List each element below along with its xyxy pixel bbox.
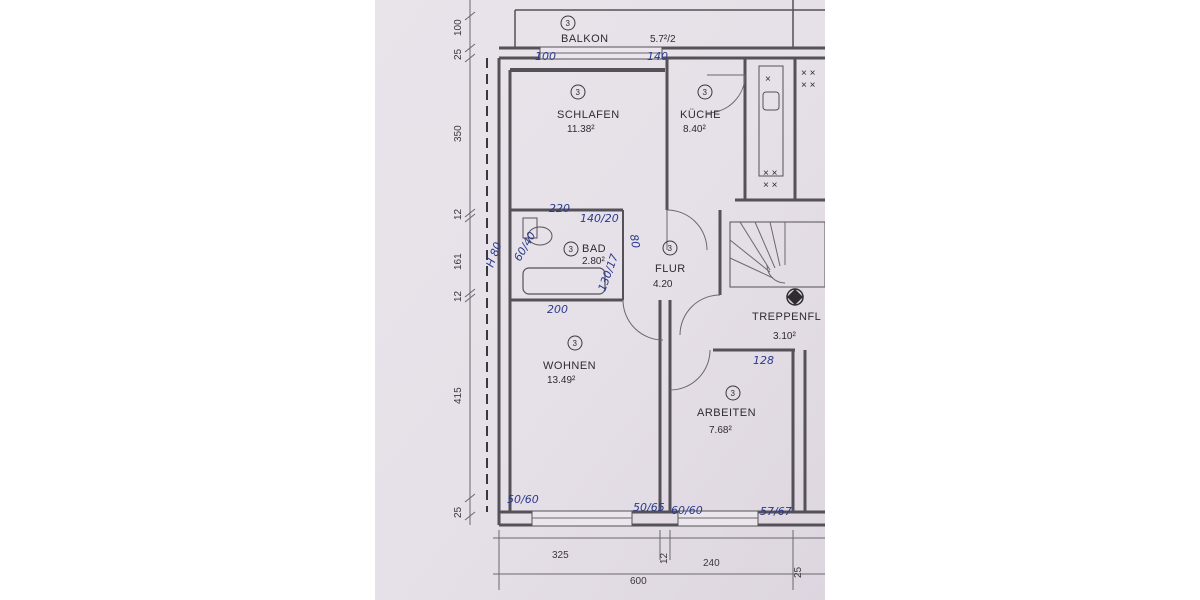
balkon-level: 3 [566,19,571,28]
dim-left-6: 12 [453,290,464,302]
kueche-label: KÜCHE [680,109,721,121]
room-flur: 3 FLUR 4.20 [653,240,686,290]
dim-bottom-3: 240 [703,558,720,569]
treppenflur-area: 3.10² [773,331,796,342]
floor-plan-photo: 100 25 350 12 161 12 415 25 3 BALKON 5.7… [375,0,825,600]
arbeiten-area: 7.68² [709,425,732,436]
schlafen-area: 11.38² [567,124,595,135]
svg-text:× ×: × × [801,80,816,91]
svg-text:×: × [765,74,771,85]
dim-left-3: 350 [453,125,464,142]
bad-label: BAD [582,243,606,255]
bad-level: 3 [569,245,574,254]
kitchen-fixtures: × × × × × × × × × [758,65,816,191]
balkon-label: BALKON [561,33,609,45]
wohnen-area: 13.49² [547,375,576,386]
room-arbeiten: 3 ARBEITEN 7.68² [697,385,756,436]
dim-left-1: 100 [453,19,464,36]
floor-plan: 100 25 350 12 161 12 415 25 3 BALKON 5.7… [375,0,825,600]
dim-bottom-4: 25 [793,566,804,578]
level-marker-circle [560,15,576,31]
hand-wohnen-window2: 50/65 [633,501,665,514]
kueche-level: 3 [703,88,708,97]
dim-bottom-5: 600 [630,576,647,587]
dim-bottom-2: 12 [659,552,670,564]
hand-bad-top: 220 [549,202,570,215]
door-swings [622,74,746,391]
balkon-area: 3 BALKON 5.7²/2 [514,0,825,48]
staircase [729,221,825,306]
hand-arbeiten-window2: 57/67 [760,505,792,518]
schlafen-level: 3 [576,88,581,97]
hand-bad-right: 80 [627,233,642,249]
dim-left-5: 161 [453,253,464,270]
room-kueche: 3 KÜCHE 8.40² [680,84,721,135]
hand-bad-bottom: 200 [547,303,568,316]
svg-text:× ×: × × [763,180,778,191]
kueche-area: 8.40² [683,124,706,135]
hand-wohnen-window: 50/60 [507,493,539,506]
dim-left-2: 25 [453,48,464,60]
flur-level: 3 [668,244,673,253]
hand-kueche-window: 140 [647,50,668,63]
hand-bad-top-right: 140/20 [580,212,619,225]
dim-bottom-1: 325 [552,550,569,561]
wohnen-level: 3 [573,339,578,348]
hand-schlafen-window: 100 [535,50,556,63]
hand-arbeiten-window: 60/60 [671,504,703,517]
flur-area: 4.20 [653,279,673,290]
schlafen-label: SCHLAFEN [557,109,620,121]
bad-area: 2.80² [582,256,605,267]
balkon-area-value: 5.7²/2 [650,34,676,45]
svg-text:× ×: × × [801,68,816,79]
room-bad: 3 BAD 2.80² [563,241,606,267]
flur-label: FLUR [655,263,686,275]
hand-treppen: 128 [753,354,774,367]
dim-left-8: 25 [453,506,464,518]
treppenflur-label: TREPPENFL [752,311,821,323]
interior-walls [510,58,825,512]
room-treppenflur: TREPPENFL 3.10² [752,311,821,342]
room-wohnen: 3 WOHNEN 13.49² [543,335,596,386]
bottom-dimension-chain: 325 12 240 25 600 [493,530,825,590]
room-schlafen: 3 SCHLAFEN 11.38² [557,84,620,135]
dim-left-7: 415 [453,387,464,404]
arbeiten-level: 3 [731,389,736,398]
dim-left-4: 12 [453,208,464,220]
wohnen-label: WOHNEN [543,360,596,372]
left-dimension-chain: 100 25 350 12 161 12 415 25 [453,0,476,525]
bath-fixtures [522,217,606,295]
svg-text:× ×: × × [763,168,778,179]
arbeiten-label: ARBEITEN [697,407,756,419]
windows [531,46,759,527]
